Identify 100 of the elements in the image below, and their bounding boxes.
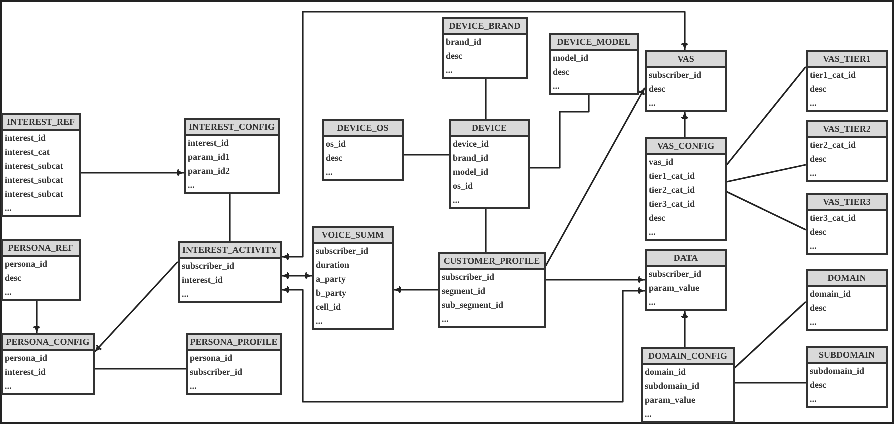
field-name: ... [5, 286, 12, 299]
field-name: ... [182, 288, 189, 301]
relationship-arrow [94, 261, 179, 353]
field-name: subscriber_id [649, 69, 702, 82]
field-name: ... [188, 179, 195, 192]
field-name: subscriber_id [649, 268, 702, 281]
table-title: VAS_TIER1 [823, 53, 871, 66]
field-name: desc [649, 83, 666, 96]
entity-table [806, 193, 888, 255]
field-name: desc [5, 272, 22, 285]
field-name: desc [810, 153, 826, 166]
field-name: ... [453, 194, 460, 207]
entity-table [1, 239, 81, 301]
field-name: subscriber_id [190, 366, 243, 379]
field-name: domain_id [645, 366, 686, 379]
field-name: desc [446, 50, 462, 63]
relationship-line [404, 154, 449, 156]
field-name: ... [810, 97, 817, 110]
field-name: ... [326, 166, 333, 179]
relationship-arrow [32, 301, 42, 334]
table-title: DOMAIN_CONFIG [648, 350, 728, 363]
relationship-arrow [545, 87, 646, 266]
table-title: VAS_TIER3 [823, 196, 871, 209]
field-name: tier1_cat_id [649, 170, 695, 183]
table-title: PERSONA_CONFIG [6, 336, 90, 349]
table-title: INTEREST_CONFIG [188, 121, 276, 134]
entity-table [186, 333, 282, 395]
field-name: subdomain_id [810, 365, 865, 378]
table-title: DEVICE [472, 122, 507, 135]
entity-table [645, 249, 727, 311]
field-name: tier3_cat_id [649, 198, 695, 211]
field-name: model_id [453, 166, 489, 179]
field-name: interest_subcat [5, 188, 64, 201]
relationship-line [229, 194, 231, 241]
entity-table [178, 241, 282, 303]
relationship-line [726, 191, 806, 231]
field-name: ... [645, 408, 652, 421]
field-name: tier2_cat_id [810, 139, 856, 152]
table-title: CUSTOMER_PROFILE [444, 255, 540, 268]
field-name: device_id [453, 138, 489, 151]
field-name: domain_id [810, 288, 852, 301]
field-name: persona_id [190, 352, 233, 365]
table-title: DOMAIN [828, 272, 866, 285]
table-title: PERSONA_REF [8, 242, 74, 255]
field-name: ... [5, 202, 12, 215]
table-title: VAS [678, 53, 694, 66]
field-name: param_value [649, 282, 700, 295]
relationship-line [95, 368, 186, 370]
entity-table [1, 333, 95, 395]
field-name: ... [442, 313, 449, 326]
field-name: desc [326, 152, 342, 165]
field-name: tier1_cat_id [810, 69, 856, 82]
table-title: DEVICE_MODEL [557, 36, 631, 49]
relationship-line [734, 301, 807, 369]
table-title: DEVICE_OS [337, 122, 389, 135]
field-name: ... [810, 393, 817, 406]
table-title: DATA [674, 252, 698, 265]
entity-table [442, 17, 528, 79]
entity-table [645, 137, 727, 241]
field-name: param_value [645, 394, 696, 407]
entity-table [449, 119, 530, 209]
entity-table [806, 346, 888, 408]
field-name: ... [5, 380, 12, 393]
table-title: VAS_TIER2 [823, 123, 871, 136]
field-name: ... [810, 316, 817, 329]
table-title: INTEREST_REF [6, 116, 76, 129]
field-name: subscriber_id [182, 260, 235, 273]
field-name: ... [810, 240, 817, 253]
relationship-arrow [393, 286, 438, 294]
entity-table [184, 118, 280, 194]
field-name: desc [810, 83, 826, 96]
field-name: sub_segment_id [442, 299, 504, 312]
field-name: interest_id [188, 137, 229, 150]
field-name: param_id1 [188, 151, 230, 164]
entity-table [1, 113, 81, 217]
field-name: persona_id [5, 352, 48, 365]
field-name: duration [316, 259, 350, 272]
field-name: interest_id [5, 132, 46, 145]
field-name: subscriber_id [442, 271, 495, 284]
relationship-line [726, 66, 807, 166]
field-name: ... [810, 167, 817, 180]
table-title: SUBDOMAIN [818, 349, 875, 362]
field-name: ... [649, 226, 656, 239]
field-name: segment_id [442, 285, 486, 298]
relationship-line [735, 382, 806, 384]
entity-table [806, 269, 888, 331]
field-name: ... [649, 296, 656, 309]
entity-table [438, 252, 546, 328]
relationship-arrow [81, 168, 185, 178]
field-name: ... [316, 315, 323, 328]
relationship-arrow [680, 310, 690, 347]
entity-table [549, 33, 639, 95]
field-name: model_id [553, 52, 589, 65]
relationship-line [485, 209, 487, 252]
entity-table [312, 226, 394, 330]
relationship-arrow [281, 11, 690, 262]
table-title: VAS_CONFIG [657, 140, 715, 153]
field-name: ... [446, 64, 453, 77]
field-name: vas_id [649, 156, 674, 169]
relationship-line [485, 79, 487, 119]
